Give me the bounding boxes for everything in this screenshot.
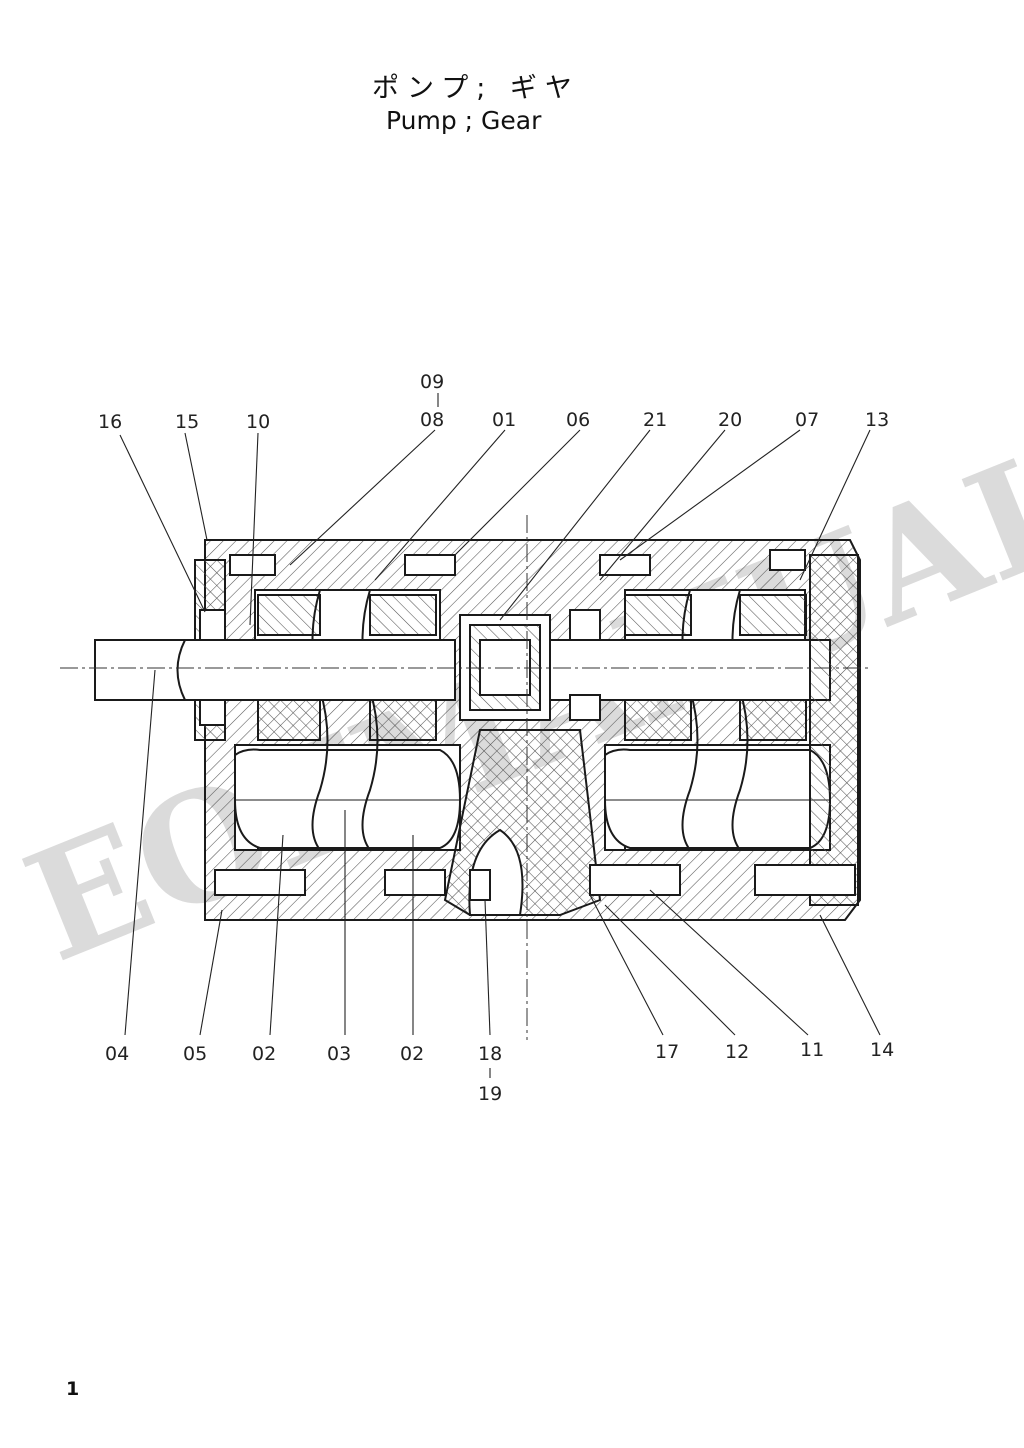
part-label-07: 07	[795, 409, 819, 431]
oil-seal	[569, 609, 601, 641]
page-number: 1	[66, 1378, 80, 1400]
oil-seal	[569, 694, 601, 721]
part-label-02b: 02	[400, 1043, 424, 1065]
oil-seal	[199, 609, 226, 641]
part-label-14: 14	[870, 1039, 894, 1061]
bolt	[754, 864, 856, 896]
bolt	[384, 869, 446, 896]
part-label-15: 15	[175, 411, 199, 433]
rear-cover	[809, 554, 859, 906]
part-label-20: 20	[718, 409, 742, 431]
part-label-09: 09	[420, 371, 444, 393]
drive-shaft	[94, 639, 186, 701]
part-label-06: 06	[566, 409, 590, 431]
bolt	[404, 554, 456, 576]
part-label-04: 04	[105, 1043, 129, 1065]
title-japanese: ポンプ; ギヤ	[372, 73, 580, 104]
part-label-16: 16	[98, 411, 122, 433]
oil-seal	[199, 699, 226, 726]
part-label-05: 05	[183, 1043, 207, 1065]
part-label-01: 01	[492, 409, 516, 431]
part-label-10: 10	[246, 411, 270, 433]
bolt	[769, 549, 806, 571]
title-english: Pump ; Gear	[386, 106, 542, 135]
bolt	[214, 869, 306, 896]
bolt	[589, 864, 681, 896]
part-label-12: 12	[725, 1041, 749, 1063]
part-label-11: 11	[800, 1039, 824, 1061]
part-label-21: 21	[643, 409, 667, 431]
part-label-08: 08	[420, 409, 444, 431]
part-label-02: 02	[252, 1043, 276, 1065]
part-label-18: 18	[478, 1043, 502, 1065]
bolt	[599, 554, 651, 576]
part-label-17: 17	[655, 1041, 679, 1063]
part-label-19: 19	[478, 1083, 502, 1105]
part-label-13: 13	[865, 409, 889, 431]
part-label-03: 03	[327, 1043, 351, 1065]
